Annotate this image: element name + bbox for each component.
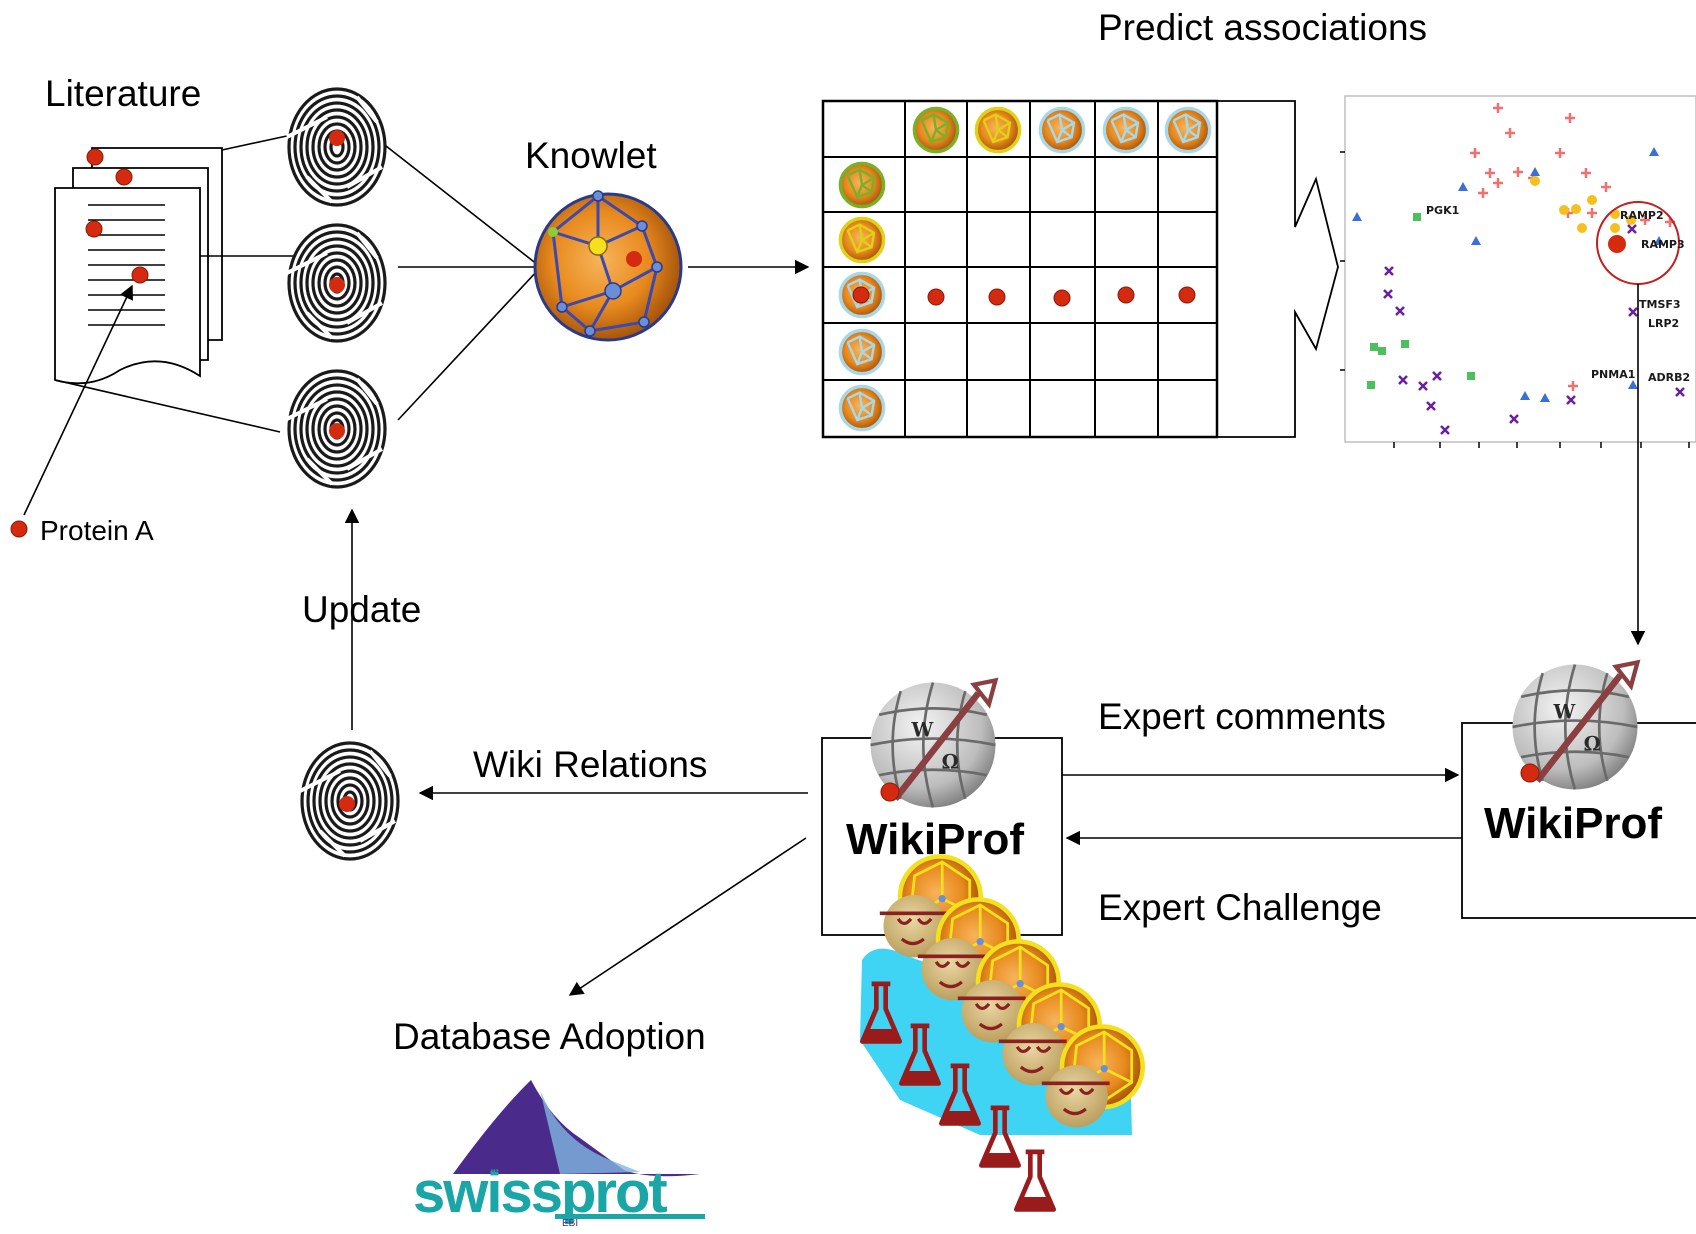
scatter-plot: PGK1 RAMP2 RAMP3 TMSF3 LRP2 PNMA1 ADRB2 [1340, 95, 1696, 448]
wikiprof-right-title: WikiProf [1484, 799, 1662, 848]
flask-icon [1016, 1152, 1053, 1210]
protein-legend-dot [10, 520, 28, 538]
database-adoption-label: Database Adoption [393, 1016, 706, 1057]
fingerprint-icon [285, 87, 387, 207]
scatter-label-ramp3: RAMP3 [1641, 238, 1685, 251]
wikipedia-globe-icon [871, 680, 996, 807]
document-stack-icon [54, 147, 223, 385]
matrix-association-dots [852, 286, 1196, 307]
scatter-label-ramp2: RAMP2 [1620, 209, 1664, 222]
expert-challenge-label: Expert Challenge [1098, 887, 1382, 928]
predict-label: Predict associations [1098, 7, 1427, 48]
wiki-relations-label: Wiki Relations [473, 744, 707, 785]
scatter-label-pnma1: PNMA1 [1591, 368, 1635, 381]
swissprot-logo-sib: SIB [485, 1164, 501, 1175]
update-label: Update [302, 589, 421, 630]
protein-pointer-arrow [23, 284, 133, 516]
experts-group [860, 857, 1143, 1210]
expert-comments-label: Expert comments [1098, 696, 1386, 737]
document-connectors [54, 133, 297, 433]
swissprot-logo-icon: swissprot SIB EBI [413, 1080, 705, 1229]
association-matrix [821, 99, 1219, 439]
fingerprint-icon [285, 369, 387, 489]
literature-label: Literature [45, 73, 201, 114]
fingerprint-icon [285, 223, 387, 343]
matrix-bracket [1217, 100, 1339, 438]
swissprot-logo-ebi: EBI [562, 1218, 578, 1229]
scatter-label-pgk1: PGK1 [1426, 204, 1459, 217]
scatter-label-tmsf3: TMSF3 [1639, 298, 1681, 311]
database-adoption-arrow [568, 837, 807, 996]
scatter-label-adrb2: ADRB2 [1648, 371, 1690, 384]
wikipedia-globe-icon [1513, 662, 1638, 789]
fingerprint-knowlet-connectors [385, 145, 539, 421]
protein-label: Protein A [40, 515, 154, 546]
scatter-label-lrp2: LRP2 [1648, 317, 1679, 330]
knowlet-sphere-icon [533, 190, 683, 342]
knowlet-label: Knowlet [525, 135, 657, 176]
fingerprint-icon [298, 741, 400, 861]
